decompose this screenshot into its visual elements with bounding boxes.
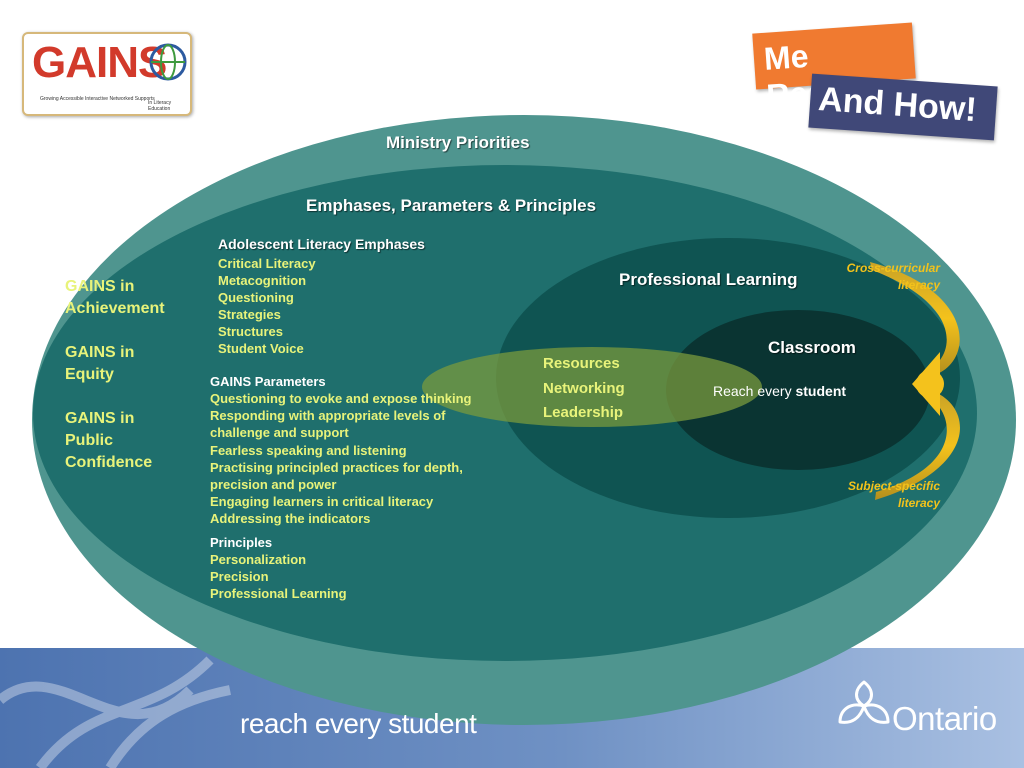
subject-specific-label: Subject-specific literacy bbox=[818, 478, 940, 512]
trillium-icon bbox=[838, 680, 890, 724]
list-item: Personalization bbox=[210, 552, 307, 567]
classroom-title: Classroom bbox=[768, 338, 856, 357]
parameters-list: Questioning to evoke and expose thinking… bbox=[210, 390, 471, 528]
resources-item: Resources bbox=[543, 355, 620, 372]
cross-curricular-arrow bbox=[870, 262, 960, 375]
list-item: precision and power bbox=[210, 477, 337, 493]
resources-list: Resources Networking Leadership bbox=[543, 352, 625, 426]
and-how-box: And How! bbox=[808, 73, 998, 141]
list-item: challenge and support bbox=[210, 425, 349, 441]
list-item: Questioning bbox=[218, 290, 294, 305]
list-item: Structures bbox=[218, 324, 284, 339]
classroom-ellipse bbox=[666, 310, 930, 470]
cross-curricular-text: Cross-curricular literacy bbox=[846, 261, 940, 292]
adolescent-list: Critical Literacy Metacognition Question… bbox=[218, 255, 316, 357]
adolescent-heading: Adolescent Literacy Emphases bbox=[218, 236, 425, 252]
me-read-logo: Me Read? And How! bbox=[752, 22, 1002, 141]
gains-goal-achievement: GAINS in Achievement bbox=[65, 278, 165, 317]
list-item: Engaging learners in critical literacy bbox=[210, 494, 434, 510]
globe-icon bbox=[149, 43, 187, 81]
gains-logo-side-text: In Literacy Education bbox=[148, 100, 172, 112]
banner-swoosh bbox=[0, 656, 231, 768]
leadership-item: Leadership bbox=[543, 404, 624, 421]
list-item: Metacognition bbox=[218, 273, 307, 288]
parameters-heading: GAINS Parameters bbox=[210, 374, 326, 389]
reach-prefix: Reach every bbox=[713, 383, 792, 399]
ministry-priorities-title: Ministry Priorities bbox=[386, 133, 530, 152]
and-how-text: And How! bbox=[817, 80, 978, 130]
reach-every-student: Reach every student bbox=[713, 383, 846, 399]
principles-heading: Principles bbox=[210, 535, 273, 550]
banner-slogan: reach every student bbox=[240, 708, 477, 739]
list-item: Practising principled practices for dept… bbox=[210, 459, 463, 475]
gains-logo-tagline: Growing Accessible Interactive Networked… bbox=[40, 96, 155, 102]
list-item: Student Voice bbox=[218, 341, 304, 356]
arrow-hub bbox=[916, 370, 944, 398]
emphases-title: Emphases, Parameters & Principles bbox=[306, 196, 597, 215]
principles-list: Personalization Precision Professional L… bbox=[210, 551, 347, 603]
list-item: Strategies bbox=[218, 307, 281, 322]
gains-goal-equity: GAINS in Equity bbox=[65, 344, 135, 383]
ontario-wordmark: Ontario bbox=[892, 700, 997, 737]
list-item: Responding with appropriate levels of bbox=[210, 408, 446, 424]
subject-specific-text: Subject-specific literacy bbox=[847, 479, 940, 510]
reach-emphasis: student bbox=[795, 383, 847, 399]
list-item: Professional Learning bbox=[210, 586, 347, 602]
list-item: Fearless speaking and listening bbox=[210, 442, 407, 458]
resources-ellipse bbox=[422, 347, 762, 427]
list-item: Questioning to evoke and expose thinking bbox=[210, 391, 472, 406]
networking-item: Networking bbox=[543, 379, 625, 397]
list-item: Addressing the indicators bbox=[210, 511, 371, 527]
subject-specific-arrow bbox=[875, 392, 960, 500]
list-item: Precision bbox=[210, 569, 269, 585]
gains-logo: GAINS Growing Accessible Interactive Net… bbox=[22, 32, 192, 116]
list-item: Critical Literacy bbox=[218, 256, 316, 271]
gains-goal-confidence: GAINS in Public Confidence bbox=[65, 410, 153, 471]
gains-logo-title: GAINS bbox=[32, 38, 167, 87]
gains-goals: GAINS in Achievement GAINS in Equity GAI… bbox=[65, 276, 185, 474]
cross-curricular-label: Cross-curricular literacy bbox=[818, 260, 940, 294]
professional-learning-title: Professional Learning bbox=[619, 270, 798, 289]
